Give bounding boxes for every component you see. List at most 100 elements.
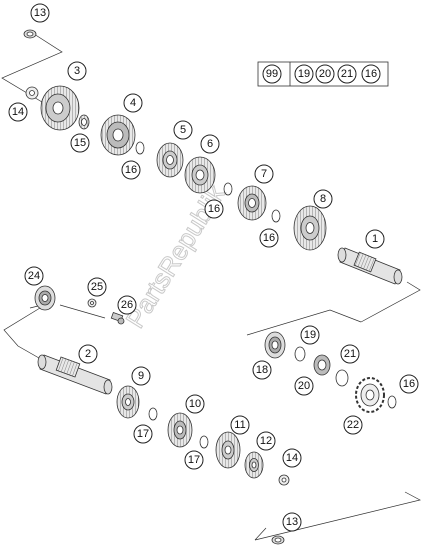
part-gear-8 [293,205,327,251]
part-gear-10 [167,412,193,448]
callout-7: 7 [254,164,274,184]
part-washer-14-bottom [278,474,290,486]
callout-22: 22 [343,415,363,435]
part-set-box: 99 19 20 21 16 [257,61,389,87]
set-callout-21: 21 [337,64,357,84]
set-callout-16: 16 [361,64,381,84]
callout-label: 14 [286,452,298,464]
part-gear-6 [184,156,216,194]
callout-25: 25 [87,277,107,297]
upper-shaft-parts [23,29,403,285]
callout-label: 2 [85,348,91,360]
callout-16-d: 16 [399,374,419,394]
callout-label: 10 [189,398,201,410]
callout-label: 17 [188,454,200,466]
set-label-21: 21 [341,68,353,80]
callout-1: 1 [365,229,385,249]
callout-17-a: 17 [133,424,153,444]
part-ring-19 [294,346,306,362]
callout-4: 4 [123,93,143,113]
callout-label: 6 [207,138,213,150]
part-bolt-26 [110,311,125,325]
callout-13-bottom: 13 [282,512,302,532]
callout-label: 5 [180,124,186,136]
callout-15: 15 [70,133,90,153]
callout-label: 24 [28,270,40,282]
callout-21: 21 [340,344,360,364]
callout-label: 17 [137,428,149,440]
callout-label: 16 [403,378,415,390]
callout-8: 8 [313,189,333,209]
part-washer-25 [87,298,97,308]
part-seal-20 [313,354,331,376]
set-callout-20: 20 [315,64,335,84]
callout-label: 7 [261,168,267,180]
callout-label: 1 [372,233,378,245]
callout-19: 19 [300,325,320,345]
callout-label: 22 [347,419,359,431]
part-bush-13-bottom [271,535,285,545]
part-spacer-21 [335,369,349,387]
part-circlip-16a [135,141,145,155]
callout-14-bottom: 14 [282,448,302,468]
callout-6: 6 [200,134,220,154]
callout-label: 14 [12,106,24,118]
part-gear-3 [40,85,80,131]
callout-16-c: 16 [259,228,279,248]
set-label-20: 20 [319,68,331,80]
callout-label: 25 [91,281,103,293]
set-label-16: 16 [365,68,377,80]
part-washer-17a [148,407,158,421]
callout-16-a: 16 [121,160,141,180]
part-bearing-15 [78,114,90,130]
part-circlip-16b [223,182,233,196]
callout-label: 12 [260,435,272,447]
callout-20: 20 [294,376,314,396]
callout-9: 9 [131,366,151,386]
callout-3: 3 [67,61,87,81]
callout-label: 16 [125,164,137,176]
callout-11: 11 [230,415,250,435]
callout-24: 24 [24,266,44,286]
callout-label: 18 [256,364,268,376]
callout-10: 10 [185,394,205,414]
callout-2: 2 [78,344,98,364]
lower-shaft-parts [34,285,397,545]
set-label-19: 19 [298,68,310,80]
callout-12: 12 [256,431,276,451]
part-bearing-18 [264,331,286,359]
part-sprocket-22 [355,377,385,413]
part-circlip-16c [271,209,281,223]
part-washer-17b [199,435,209,449]
callout-label: 13 [286,516,298,528]
callout-label: 8 [320,193,326,205]
callout-label: 16 [263,232,275,244]
callout-label: 16 [208,203,220,215]
part-shaft-1 [337,247,403,285]
part-bearing-24 [34,285,56,311]
part-shaft-2 [37,354,113,395]
callout-17-b: 17 [184,450,204,470]
part-gear-5 [156,142,184,178]
callout-label: 21 [344,348,356,360]
part-gear-7 [237,185,267,221]
callout-14-top: 14 [8,102,28,122]
part-gear-12 [244,451,264,479]
part-bush-13-top [23,29,37,39]
callout-label: 15 [74,137,86,149]
set-callout-19: 19 [294,64,314,84]
part-gear-11 [215,431,241,469]
callout-16-b: 16 [204,199,224,219]
part-circlip-16d [387,395,397,409]
part-gear-9 [116,385,140,419]
callout-13-top: 13 [30,3,50,23]
part-washer-14-top [25,86,39,100]
callout-18: 18 [252,360,272,380]
callout-label: 13 [34,7,46,19]
set-callout-99: 99 [262,64,282,84]
callouts: 13 3 14 15 4 16 5 6 16 7 16 8 1 24 25 26… [8,3,419,532]
callout-label: 11 [234,419,245,431]
set-label-99: 99 [266,68,278,80]
callout-label: 26 [121,299,133,311]
